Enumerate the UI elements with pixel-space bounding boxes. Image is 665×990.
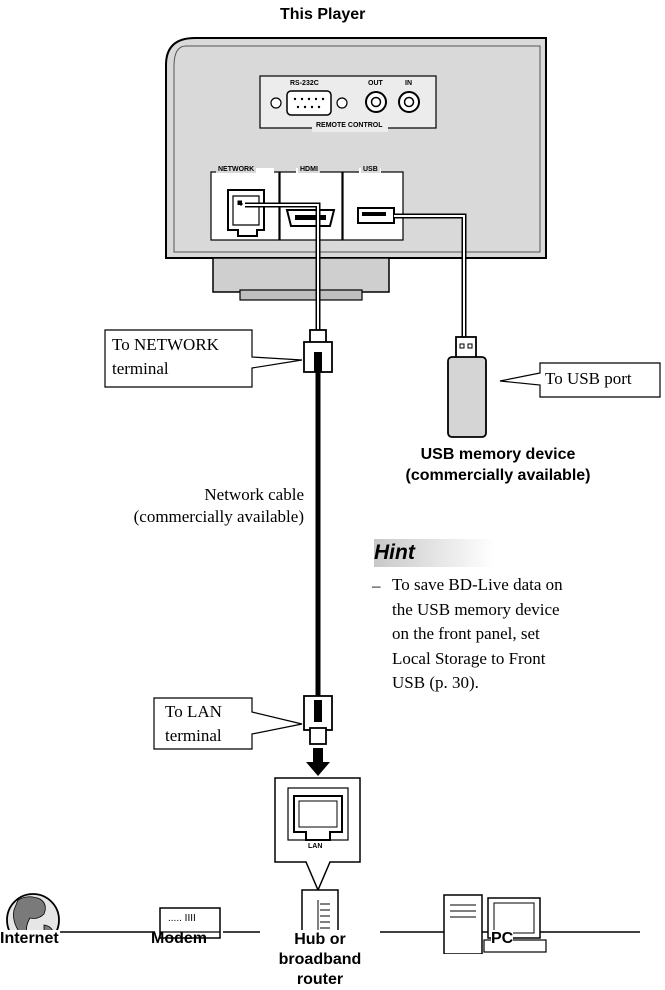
hdmi-port-label: HDMI: [298, 166, 320, 173]
lan-port-label: LAN: [308, 843, 323, 850]
player-foot: [212, 257, 390, 293]
usb-port-box: [342, 171, 404, 241]
cable-connector-bottom: [303, 695, 333, 745]
hint-text: To save BD-Live data on the USB memory d…: [392, 575, 563, 692]
callout-network: [104, 329, 303, 388]
network-port-label: NETWORK: [216, 166, 257, 173]
rs232c-port: [286, 90, 332, 116]
hub-label: Hub or broadband router: [260, 930, 380, 990]
callout-usb: [499, 362, 661, 398]
pc-label: PC: [491, 930, 514, 948]
screw-icon: [270, 97, 282, 109]
callout-lan-text: To LAN terminal: [165, 702, 222, 745]
connection-diagram: [6, 37, 661, 954]
callout-network-text: To NETWORK terminal: [112, 335, 219, 378]
usb-memory-stick-icon: [447, 336, 487, 438]
hint-header: Hint: [374, 539, 494, 567]
cable-connector-top: [303, 329, 333, 373]
usb-device-label: USB memory device (commercially availabl…: [405, 446, 591, 484]
arrow-down-icon: [306, 762, 330, 776]
modem-icon: [155, 904, 223, 954]
internet-label: Internet: [0, 930, 59, 948]
callout-lan: [153, 697, 303, 750]
modem-label: Modem: [151, 930, 207, 947]
remote-in-label: IN: [405, 80, 412, 87]
player-title: This Player: [280, 6, 366, 23]
usb-port-label: USB: [361, 166, 380, 173]
remote-out-label: OUT: [368, 80, 383, 87]
network-cable-label: Network cable (commercially available): [133, 485, 304, 526]
callout-usb-text: To USB port: [545, 369, 632, 388]
pc-icon: [443, 894, 547, 954]
remote-control-label: REMOTE CONTROL: [316, 122, 383, 129]
screw-icon: [336, 97, 348, 109]
lan-port-box: [274, 777, 361, 892]
rs232c-label: RS-232C: [290, 80, 319, 87]
hint-bullet: –: [372, 576, 381, 595]
hint-title: Hint: [374, 541, 415, 564]
modem-indicators: ..... IIII: [168, 913, 196, 924]
